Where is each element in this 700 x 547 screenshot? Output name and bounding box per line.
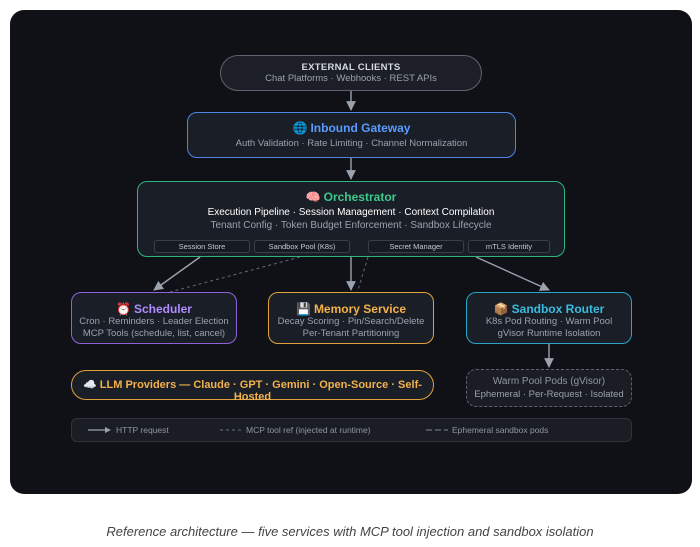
alarm-clock-icon: ⏰ <box>116 302 131 316</box>
memory-service-title: 💾Memory Service <box>295 302 406 316</box>
warm-pool-subtitle: Ephemeral · Per-Request · Isolated <box>474 389 624 400</box>
scheduler-line-2: MCP Tools (schedule, list, cancel) <box>82 328 226 339</box>
external-clients-box: EXTERNAL CLIENTS Chat Platforms · Webhoo… <box>220 55 482 91</box>
llm-providers-title: ☁️LLM Providers — Claude · GPT · Gemini … <box>83 379 422 403</box>
orchestrator-title: 🧠Orchestrator <box>305 190 397 204</box>
legend-http: HTTP request <box>88 419 169 441</box>
legend-ephemeral: Ephemeral sandbox pods <box>426 419 548 441</box>
legend: HTTP request MCP tool ref (injected at r… <box>71 418 632 442</box>
scheduler-title: ⏰Scheduler <box>116 302 192 316</box>
sandbox-router-line-1: K8s Pod Routing · Warm Pool <box>485 316 613 327</box>
memory-line-2: Per-Tenant Partitioning <box>302 328 400 339</box>
llm-providers-box: ☁️LLM Providers — Claude · GPT · Gemini … <box>71 370 434 403</box>
arrow-orchestrator-to-sandbox-router <box>475 256 550 291</box>
chip-sandbox-pool: Sandbox Pool (K8s) <box>254 240 350 253</box>
inbound-gateway-box: 🌐Inbound Gateway Auth Validation · Rate … <box>187 112 516 158</box>
warm-pool-box: Warm Pool Pods (gVisor) Ephemeral · Per-… <box>466 369 632 407</box>
scheduler-box: ⏰Scheduler Cron · Reminders · Leader Ele… <box>71 292 237 344</box>
memory-line-1: Decay Scoring · Pin/Search/Delete <box>277 316 425 327</box>
sandbox-router-title: 📦Sandbox Router <box>493 302 605 316</box>
brain-icon: 🧠 <box>305 190 321 204</box>
arrow-orchestrator-to-scheduler <box>153 256 201 291</box>
sandbox-router-box: 📦Sandbox Router K8s Pod Routing · Warm P… <box>466 292 632 344</box>
figure-caption: Reference architecture — five services w… <box>106 524 594 539</box>
solid-arrow-icon <box>88 427 111 433</box>
globe-icon: 🌐 <box>292 121 308 135</box>
floppy-disk-icon: 💾 <box>295 302 311 316</box>
dashed-line-icon <box>220 429 242 431</box>
orchestrator-line-1: Execution Pipeline · Session Management … <box>207 207 495 218</box>
legend-mcp: MCP tool ref (injected at runtime) <box>220 419 371 441</box>
orchestrator-line-2: Tenant Config · Token Budget Enforcement… <box>210 220 492 231</box>
external-clients-title: EXTERNAL CLIENTS <box>301 62 401 73</box>
chip-secret-manager: Secret Manager <box>368 240 464 253</box>
inbound-gateway-subtitle: Auth Validation · Rate Limiting · Channe… <box>235 138 468 149</box>
sandbox-router-line-2: gVisor Runtime Isolation <box>497 328 601 339</box>
orchestrator-box: 🧠Orchestrator Execution Pipeline · Sessi… <box>137 181 565 257</box>
chip-mtls-identity: mTLS Identity <box>468 240 550 253</box>
mcp-ref-memory <box>357 256 369 291</box>
external-clients-subtitle: Chat Platforms · Webhooks · REST APIs <box>265 73 437 84</box>
inbound-gateway-title: 🌐Inbound Gateway <box>292 121 411 135</box>
scheduler-line-1: Cron · Reminders · Leader Election <box>79 316 229 327</box>
orchestrator-chips: Session Store Sandbox Pool (K8s) Secret … <box>154 240 550 253</box>
mcp-ref-scheduler <box>169 256 301 293</box>
long-dash-icon <box>426 429 448 431</box>
package-icon: 📦 <box>493 302 509 316</box>
chip-session-store: Session Store <box>154 240 250 253</box>
cloud-icon: ☁️ <box>83 379 97 391</box>
memory-service-box: 💾Memory Service Decay Scoring · Pin/Sear… <box>268 292 434 344</box>
warm-pool-title: Warm Pool Pods (gVisor) <box>492 376 606 387</box>
